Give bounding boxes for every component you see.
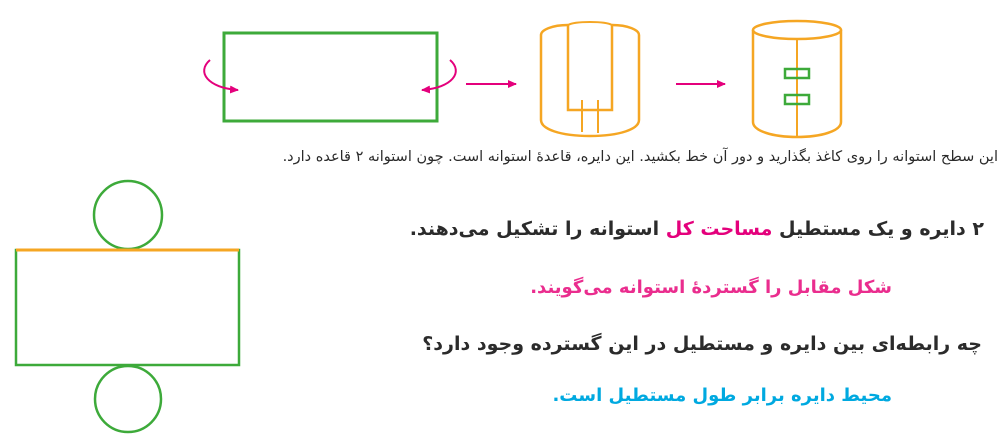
open-cylinder — [539, 21, 641, 138]
tape-strip-bottom — [783, 93, 811, 106]
cylinder-net — [14, 179, 241, 434]
net-bottom-circle — [93, 364, 163, 434]
net-rectangle — [14, 248, 241, 367]
question-text: چه رابطه‌ای بین دایره و مستطیل در این گس… — [422, 333, 982, 355]
rolling-illustration — [203, 19, 843, 139]
tape-strip-top — [783, 67, 811, 80]
statement-highlight: مساحت کل — [665, 218, 773, 240]
closed-cylinder — [751, 19, 843, 139]
curl-arrow-left — [203, 59, 239, 94]
statement-after: استوانه را تشکیل می‌دهند. — [409, 218, 666, 240]
flat-rectangle — [222, 31, 439, 123]
caption-text: این سطح استوانه را روی کاغذ بگذارید و دو… — [282, 149, 998, 165]
answer-text: محیط دایره برابر طول مستطیل است. — [552, 385, 892, 406]
net-definition-text: شکل مقابل را گستردهٔ استوانه می‌گویند. — [530, 277, 892, 298]
statement-before: ۲ دایره و یک مستطیل — [772, 218, 984, 240]
curl-arrow-right — [421, 59, 457, 94]
net-top-circle — [92, 179, 164, 251]
total-area-statement: ۲ دایره و یک مستطیل مساحت کل استوانه را … — [410, 218, 984, 240]
